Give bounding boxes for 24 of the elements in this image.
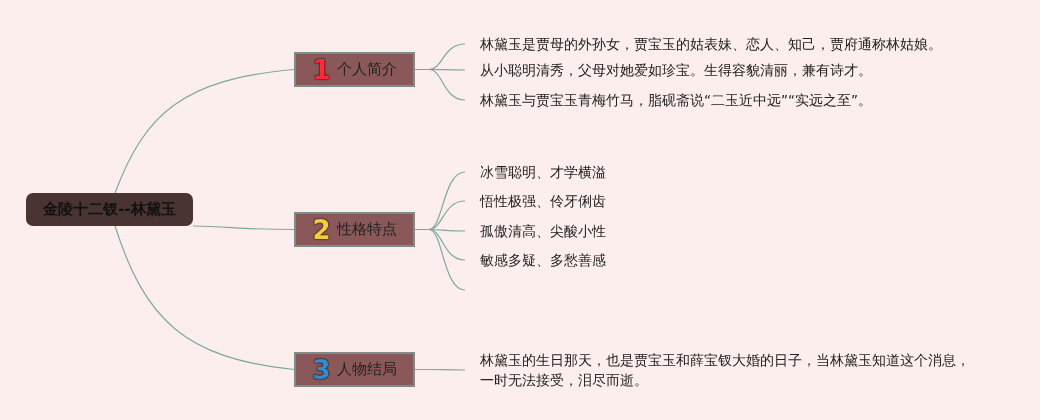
connector-line (414, 368, 466, 371)
connector-line (192, 225, 295, 231)
topic-number: 3 (312, 356, 331, 383)
subtopic-text: 冰雪聪明、才学横溢 (480, 162, 780, 182)
subtopic-text: 悟性极强、伶牙俐齿 (480, 191, 780, 211)
subtopic-text: 孤傲清高、尖酸小性 (480, 221, 780, 241)
connector-line (414, 68, 466, 101)
subtopic-text: 林黛玉的生日那天，也是贾宝玉和薛宝钗大婚的日子，当林黛玉知道这个消息，一时无法接受，泪尽而逝。 (480, 350, 980, 390)
topic-box (294, 352, 415, 387)
topic-number: 1 (312, 56, 331, 83)
topic-number: 2 (312, 216, 331, 243)
subtopic-text: 林黛玉与贾宝玉青梅竹马，脂砚斋说“二玉近中远”“实远之至”。 (480, 90, 1000, 110)
connector-line (114, 68, 295, 194)
topic-box (294, 52, 415, 87)
topic-title: 性格特点 (336, 220, 397, 239)
subtopic-text: 从小聪明清秀，父母对她爱如珍宝。生得容貌清丽，兼有诗才。 (480, 60, 1000, 80)
topic-box (294, 212, 415, 247)
topic-title: 人物结局 (336, 360, 397, 379)
subtopic-text: 敏感多疑、多愁善感 (480, 250, 780, 270)
connector-line (414, 228, 466, 291)
subtopic-text: 林黛玉是贾母的外孙女，贾宝玉的姑表妹、恋人、知己，贾府通称林姑娘。 (480, 34, 1000, 54)
topic-title: 个人简介 (336, 60, 397, 79)
connector-line (114, 225, 295, 371)
root-topic-box: 金陵十二钗--林黛玉 (26, 193, 193, 226)
